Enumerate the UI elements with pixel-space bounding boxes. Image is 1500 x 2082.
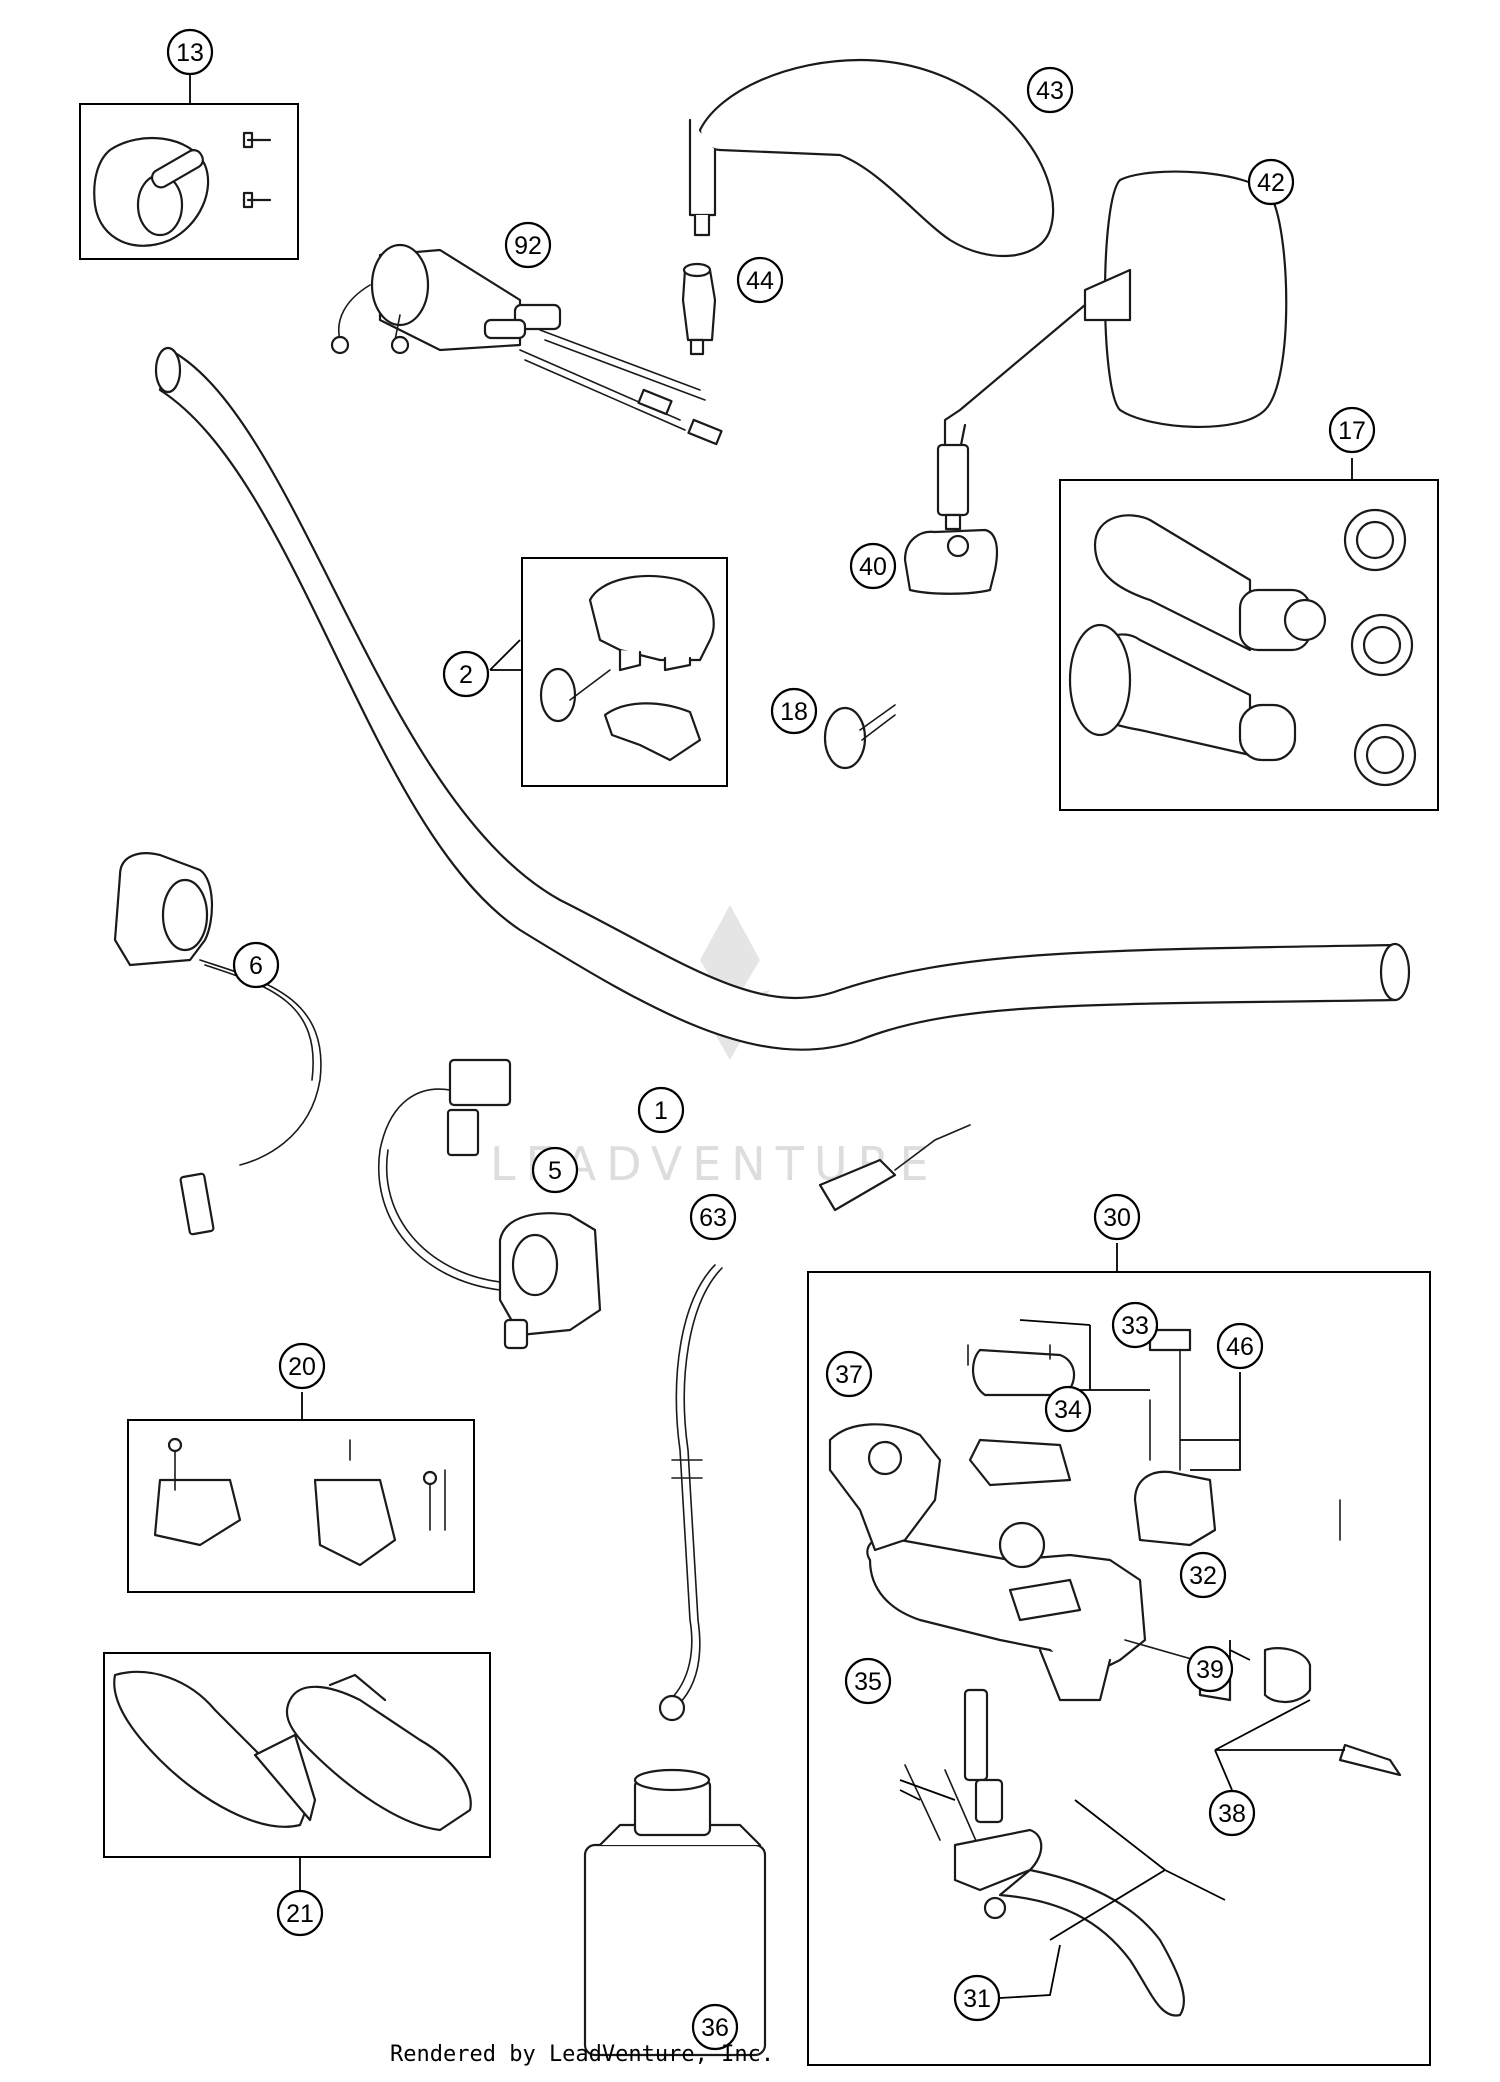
callout-46: 46 [1216,1322,1264,1370]
switch-cover-box [521,557,728,787]
footer-credit: Rendered by LeadVenture, Inc. [390,2042,775,2067]
svg-text:92: 92 [514,232,542,260]
svg-text:2: 2 [459,661,473,689]
svg-text:63: 63 [699,1204,727,1232]
left-switch-part [113,852,322,1236]
svg-text:18: 18 [780,698,808,726]
callout-36: 36 [691,2003,739,2051]
cable-tie-part [823,704,896,770]
callout-33: 33 [1111,1301,1159,1349]
brake-line-part [658,1124,971,1722]
leader-lines [189,75,1353,1999]
throttle-assembly-part [330,243,723,446]
callout-40: 40 [849,542,897,590]
svg-text:1: 1 [654,1097,668,1125]
callout-37: 37 [825,1350,873,1398]
callout-5: 5 [531,1146,579,1194]
callout-31: 31 [953,1974,1001,2022]
callout-2: 2 [442,650,490,698]
callout-21: 21 [276,1889,324,1937]
callout-1: 1 [637,1086,685,1134]
svg-text:43: 43 [1036,77,1064,105]
mirror-adapter-part [681,262,717,356]
callout-63: 63 [689,1193,737,1241]
svg-text:33: 33 [1121,1312,1149,1340]
callout-32: 32 [1179,1551,1227,1599]
hand-guards-box [103,1652,491,1858]
callout-38: 38 [1208,1789,1256,1837]
callout-34: 34 [1044,1385,1092,1433]
grip-set-part [1068,508,1417,787]
hand-guard-mount-box [127,1419,475,1593]
svg-text:35: 35 [854,1668,882,1696]
svg-text:44: 44 [746,267,774,295]
callout-39: 39 [1186,1645,1234,1693]
svg-text:13: 13 [176,39,204,67]
switch-housing-part [93,131,272,247]
callout-43: 43 [1026,66,1074,114]
callout-30: 30 [1093,1193,1141,1241]
callout-18: 18 [770,687,818,735]
svg-text:32: 32 [1189,1562,1217,1590]
brake-assembly-part [828,1328,1402,2017]
brake-fluid-part [583,1768,767,2057]
svg-text:37: 37 [835,1361,863,1389]
svg-text:5: 5 [548,1157,562,1185]
svg-text:38: 38 [1218,1800,1246,1828]
grip-set-box [1059,479,1439,811]
brake-assembly-box [807,1271,1431,2066]
callout-42: 42 [1247,158,1295,206]
callout-35: 35 [844,1657,892,1705]
svg-text:46: 46 [1226,1333,1254,1361]
callout-92: 92 [504,221,552,269]
hand-guards-part [113,1670,472,1832]
svg-text:34: 34 [1054,1396,1082,1424]
hand-guard-mount-part [153,1437,446,1567]
handlebar-part [154,346,1411,1051]
svg-text:36: 36 [701,2014,729,2042]
svg-text:31: 31 [963,1985,991,2013]
svg-text:20: 20 [288,1353,316,1381]
svg-text:17: 17 [1338,417,1366,445]
callout-6: 6 [232,941,280,989]
switch-housing-box [79,103,299,260]
mirror-left-part [688,58,1055,258]
svg-text:21: 21 [286,1900,314,1928]
svg-text:6: 6 [249,952,263,980]
callout-17: 17 [1328,406,1376,454]
mirror-clamp-part [903,528,999,595]
svg-text:39: 39 [1196,1656,1224,1684]
kill-switch-part [378,1058,602,1350]
callout-13: 13 [166,28,214,76]
mirror-right-part [936,170,1288,531]
callout-20: 20 [278,1342,326,1390]
callout-44: 44 [736,256,784,304]
switch-cover-part [539,574,715,762]
svg-text:42: 42 [1257,169,1285,197]
svg-text:40: 40 [859,553,887,581]
svg-text:30: 30 [1103,1204,1131,1232]
